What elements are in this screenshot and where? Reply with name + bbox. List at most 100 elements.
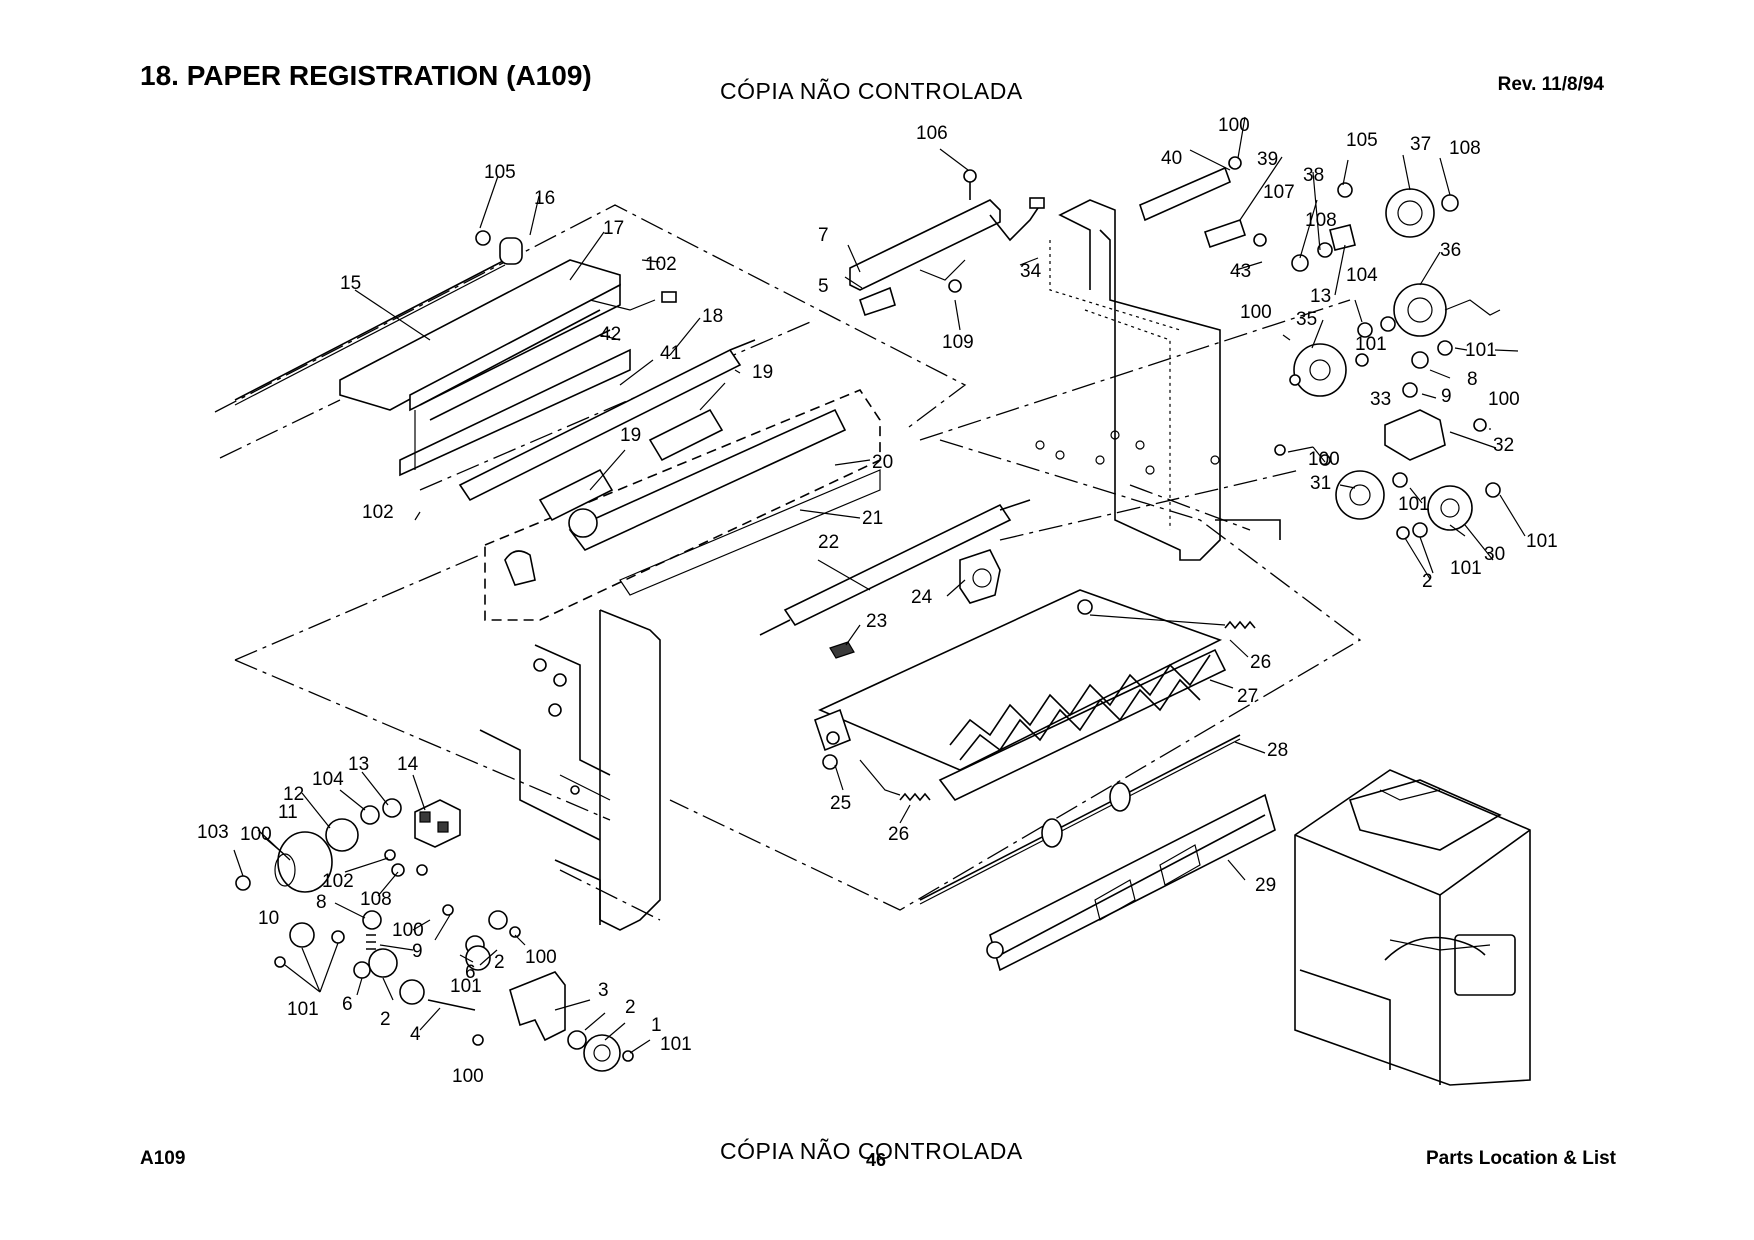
- page-number: 46: [866, 1150, 887, 1170]
- callout-102: 102: [645, 254, 677, 275]
- callout-100: 100: [240, 824, 272, 845]
- callout-10: 10: [258, 908, 279, 929]
- callout-2: 2: [380, 1009, 391, 1030]
- callout-5: 5: [818, 276, 829, 297]
- callout-8: 8: [316, 892, 327, 913]
- shaft-28: [919, 734, 1241, 905]
- callout-40: 40: [1161, 148, 1182, 169]
- callout-14: 14: [397, 754, 419, 775]
- callout-7: 7: [818, 225, 829, 246]
- callout-34: 34: [1020, 261, 1042, 282]
- callout-42: 42: [600, 324, 621, 345]
- uncontrolled-copy-stamp-footer: CÓPIA NÃO CONTROLADA: [720, 1138, 1023, 1164]
- callout-109: 109: [942, 332, 974, 353]
- callout-104: 104: [312, 769, 344, 790]
- callout-2: 2: [494, 952, 505, 973]
- callout-104: 104: [1346, 265, 1378, 286]
- callout-106: 106: [916, 123, 948, 144]
- callout-103: 103: [197, 822, 229, 843]
- callout-100: 100: [1488, 389, 1520, 410]
- left-side-frame: [479, 609, 661, 931]
- callout-21: 21: [862, 508, 883, 529]
- callout-101: 101: [1526, 531, 1558, 552]
- callout-100: 100: [525, 947, 557, 968]
- callout-30: 30: [1484, 544, 1505, 565]
- guide-29: [986, 793, 1276, 972]
- top-right-drive-parts: [1139, 156, 1501, 540]
- callout-37: 37: [1410, 134, 1431, 155]
- callout-107: 107: [1263, 182, 1295, 203]
- callout-100: 100: [1218, 115, 1250, 136]
- callout-17: 17: [603, 218, 624, 239]
- callout-9: 9: [1441, 386, 1452, 407]
- callout-6: 6: [342, 994, 353, 1015]
- callout-8: 8: [1467, 369, 1478, 390]
- callout-35: 35: [1296, 309, 1317, 330]
- callout-18: 18: [702, 306, 723, 327]
- footer-section: Parts Location & List: [1425, 1148, 1616, 1169]
- callout-101: 101: [660, 1034, 692, 1055]
- roller-22-assembly: [759, 499, 1031, 659]
- callout-100: 100: [1240, 302, 1272, 323]
- callout-27: 27: [1237, 686, 1258, 707]
- callout-100: 100: [1308, 449, 1340, 470]
- callout-20: 20: [872, 452, 893, 473]
- callout-15: 15: [340, 273, 361, 294]
- callout-13: 13: [1310, 286, 1331, 307]
- callout-101: 101: [1465, 340, 1497, 361]
- callout-3: 3: [598, 980, 609, 1001]
- callout-101: 101: [450, 976, 482, 997]
- uncontrolled-copy-stamp: CÓPIA NÃO CONTROLADA: [720, 78, 1023, 104]
- footer-model: A109: [140, 1148, 186, 1169]
- callout-19: 19: [620, 425, 641, 446]
- callout-101: 101: [1355, 334, 1387, 355]
- callout-2: 2: [625, 997, 636, 1018]
- springs: [822, 614, 1256, 802]
- callout-108: 108: [1305, 210, 1337, 231]
- callout-6: 6: [465, 962, 476, 983]
- callout-108: 108: [1449, 138, 1481, 159]
- callout-102: 102: [362, 502, 394, 523]
- callout-2: 2: [1422, 571, 1433, 592]
- callout-38: 38: [1303, 165, 1324, 186]
- callout-41: 41: [660, 343, 681, 364]
- callout-105: 105: [484, 162, 516, 183]
- guide-plate-27: [814, 589, 1227, 802]
- callout-12: 12: [283, 784, 304, 805]
- guide-plate-assembly: [234, 230, 677, 477]
- registration-roller-assembly: [458, 339, 881, 621]
- sensor-bracket: [849, 169, 1045, 317]
- callout-100: 100: [392, 920, 424, 941]
- callout-101: 101: [1450, 558, 1482, 579]
- callout-43: 43: [1230, 261, 1251, 282]
- callout-26: 26: [1250, 652, 1271, 673]
- callout-36: 36: [1440, 240, 1461, 261]
- callout-23: 23: [866, 611, 887, 632]
- callout-100: 100: [452, 1066, 484, 1087]
- callout-9: 9: [412, 941, 423, 962]
- callout-24: 24: [911, 587, 933, 608]
- callout-28: 28: [1267, 740, 1288, 761]
- callout-26: 26: [888, 824, 909, 845]
- lower-left-drive-parts: [235, 798, 634, 1072]
- right-frame-plate: [1035, 199, 1281, 561]
- callout-105: 105: [1346, 130, 1378, 151]
- callout-33: 33: [1370, 389, 1391, 410]
- callout-22: 22: [818, 532, 839, 553]
- callout-25: 25: [830, 793, 851, 814]
- callout-11: 11: [278, 802, 298, 823]
- callout-108: 108: [360, 889, 392, 910]
- callout-29: 29: [1255, 875, 1276, 896]
- callout-101: 101: [287, 999, 319, 1020]
- callout-102: 102: [322, 871, 354, 892]
- frame-planes: [214, 204, 1362, 921]
- callout-labels: 1 2 2 2 2 3 4 5 6 6 7 8 8 9 9 10 11 12 1…: [197, 115, 1558, 1087]
- callout-1: 1: [651, 1015, 662, 1036]
- page-title: 18. PAPER REGISTRATION (A109): [140, 60, 592, 91]
- leader-lines: [233, 116, 1526, 1054]
- copier-thumbnail: [1294, 769, 1531, 1086]
- callout-101: 101: [1398, 494, 1430, 515]
- callout-19: 19: [752, 362, 773, 383]
- callout-39: 39: [1257, 149, 1278, 170]
